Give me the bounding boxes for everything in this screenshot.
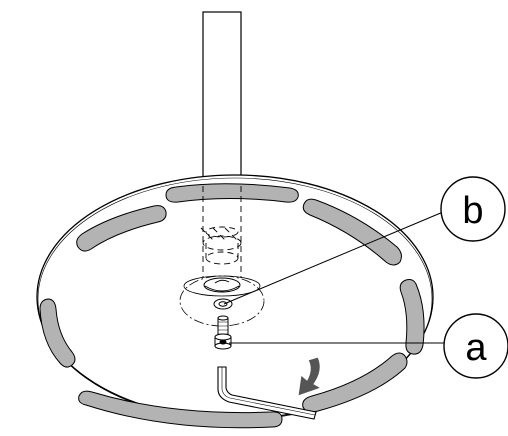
slot-left — [39, 298, 76, 368]
leader-lines — [223, 211, 444, 344]
hex-key — [217, 366, 317, 420]
callout-b-label: b — [462, 190, 483, 232]
callout-a-label: a — [465, 327, 487, 369]
hub-guide-circle — [179, 275, 265, 327]
slot-bottom — [78, 390, 283, 429]
bolt — [214, 315, 232, 350]
rotation-arrow — [297, 356, 323, 397]
leader-b — [223, 211, 444, 305]
washer — [213, 298, 233, 310]
callout-b: b — [440, 176, 506, 242]
callout-a: a — [443, 313, 508, 379]
slot-top-right — [302, 198, 402, 266]
base-plate — [36, 174, 434, 421]
slot-bottom-right — [302, 352, 408, 413]
hidden-tube-lines — [200, 186, 242, 278]
plate-slots — [39, 183, 425, 429]
hub-recess — [203, 277, 241, 293]
slot-top — [165, 183, 299, 203]
slot-top-left — [76, 205, 167, 252]
column-tube — [202, 11, 242, 185]
